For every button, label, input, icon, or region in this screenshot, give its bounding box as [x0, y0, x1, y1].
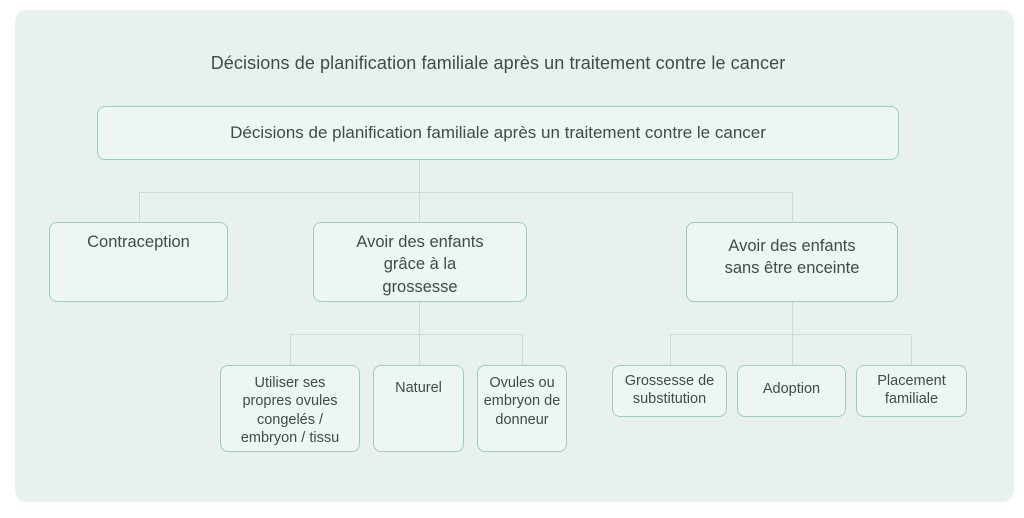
node-foster-care-label: Placement familiale [877, 373, 946, 408]
connector-foster-care-drop [911, 334, 912, 365]
node-own-frozen-eggs: Utiliser ses propres ovules congelés / e… [220, 365, 360, 452]
connector-level1-horizontal [139, 192, 793, 193]
node-foster-care: Placement familiale [856, 365, 967, 417]
connector-pregnancy-horizontal [290, 334, 523, 335]
diagram-title: Décisions de planification familiale apr… [210, 53, 786, 73]
node-children-without-pregnancy: Avoir des enfants sans être enceinte [686, 222, 898, 302]
node-surrogacy-label: Grossesse de substitution [624, 373, 715, 408]
node-children-without-pregnancy-label: Avoir des enfants sans être enceinte [724, 237, 860, 278]
connector-contraception-drop [139, 192, 140, 222]
node-children-through-pregnancy: Avoir des enfants grâce à la grossesse [313, 222, 527, 302]
node-natural-label: Naturel [395, 380, 442, 396]
node-contraception: Contraception [49, 222, 228, 302]
node-contraception-label: Contraception [87, 233, 190, 251]
connector-donor-eggs-drop [522, 334, 523, 365]
node-root-label: Décisions de planification familiale apr… [230, 123, 766, 142]
connector-without-pregnancy-vertical [792, 302, 793, 365]
node-adoption: Adoption [737, 365, 846, 417]
node-own-frozen-eggs-label: Utiliser ses propres ovules congelés / e… [240, 375, 340, 447]
node-natural: Naturel [373, 365, 464, 452]
connector-without-pregnancy-horizontal [670, 334, 912, 335]
node-root: Décisions de planification familiale apr… [97, 106, 899, 160]
connector-surrogacy-drop [670, 334, 671, 365]
node-donor-eggs-embryo: Ovules ou embryon de donneur [477, 365, 567, 452]
node-adoption-label: Adoption [762, 381, 821, 397]
node-children-through-pregnancy-label: Avoir des enfants grâce à la grossesse [356, 233, 484, 296]
connector-own-eggs-drop [290, 334, 291, 365]
connector-root-vertical [419, 160, 420, 222]
node-donor-eggs-embryo-label: Ovules ou embryon de donneur [483, 375, 561, 428]
connector-pregnancy-vertical [419, 302, 420, 365]
connector-without-pregnancy-drop [792, 192, 793, 222]
node-surrogacy: Grossesse de substitution [612, 365, 727, 417]
